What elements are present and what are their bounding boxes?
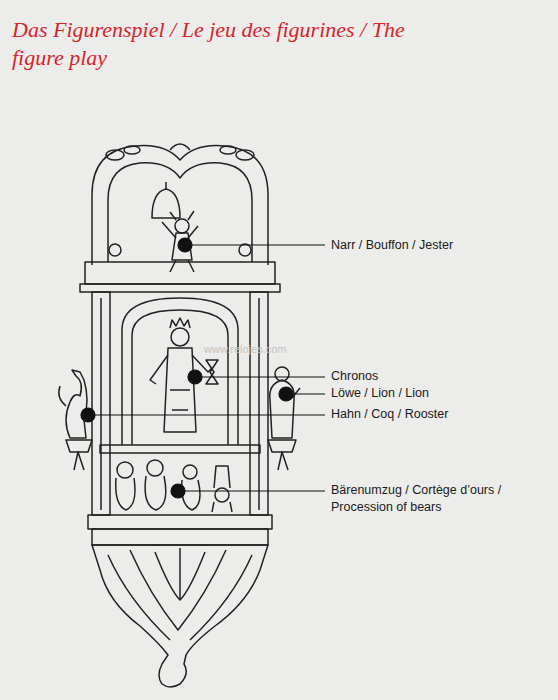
diagram-title: Das Figurenspiel / Le jeu des figurines … (12, 16, 442, 72)
callout-label: Hahn / Coq / Rooster (331, 406, 551, 423)
watermark: www.relojes.com (204, 342, 324, 356)
callout-label: Chronos (331, 368, 551, 385)
callout-label: Löwe / Lion / Lion (331, 385, 551, 402)
callout-label: Narr / Bouffon / Jester (331, 237, 551, 254)
callout-label: Bärenumzug / Cortège d’ours / Procession… (331, 482, 546, 516)
